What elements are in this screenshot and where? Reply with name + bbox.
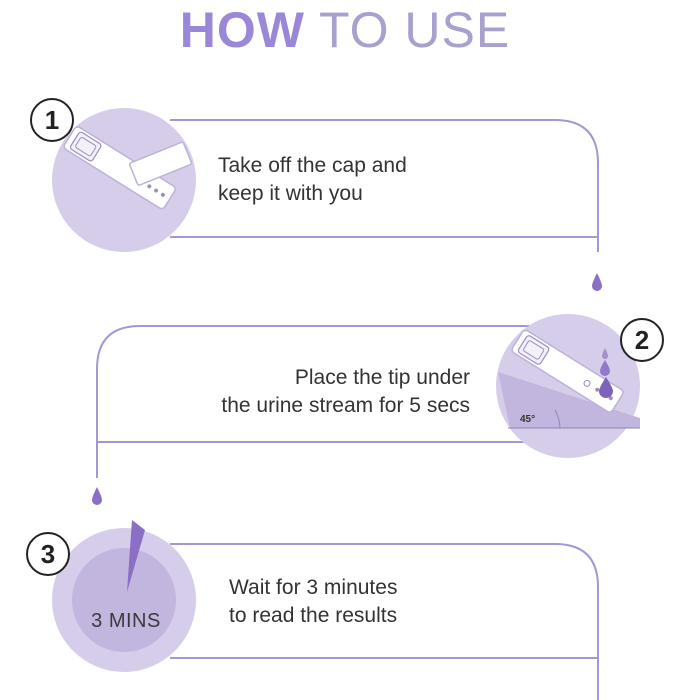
drop-icon [599,377,613,398]
test-stick-in-stream-icon: 45° [496,314,640,458]
step1-text-line2: keep it with you [218,182,363,205]
step3-connector [170,543,599,700]
title-bold: HOW [179,2,305,58]
angle-label: 45° [520,414,535,425]
drop-icon [92,487,102,505]
step-number-badge: 1 [30,98,74,142]
step1-connector [170,119,599,252]
drop-icon [602,348,608,359]
title-light: TO USE [318,2,511,58]
step1-text-line1: Take off the cap and [218,154,407,177]
drop-icon [600,360,610,376]
timer-label: 3 MINS [91,610,161,632]
step-number: 2 [634,324,650,355]
step3-text: Wait for 3 minutes to read the results [229,574,397,630]
test-stick-with-cap-icon [52,108,196,252]
step-number-badge: 3 [26,532,70,576]
step3-text-line2: to read the results [229,604,398,627]
step2-text: Place the tip under the urine stream for… [180,364,470,420]
step3-text-line1: Wait for 3 minutes [229,576,398,599]
timer-icon [52,520,196,672]
step2-text-line2: the urine stream for 5 secs [221,394,470,417]
step-number: 1 [44,104,60,135]
step2-text-line1: Place the tip under [294,366,470,389]
step1-text: Take off the cap and keep it with you [218,152,407,208]
step-number: 3 [40,538,56,569]
step2-connector [96,325,530,478]
page-title: HOW TO USE [0,4,690,56]
step-number-badge: 2 [620,318,664,362]
drop-icon [592,273,602,291]
